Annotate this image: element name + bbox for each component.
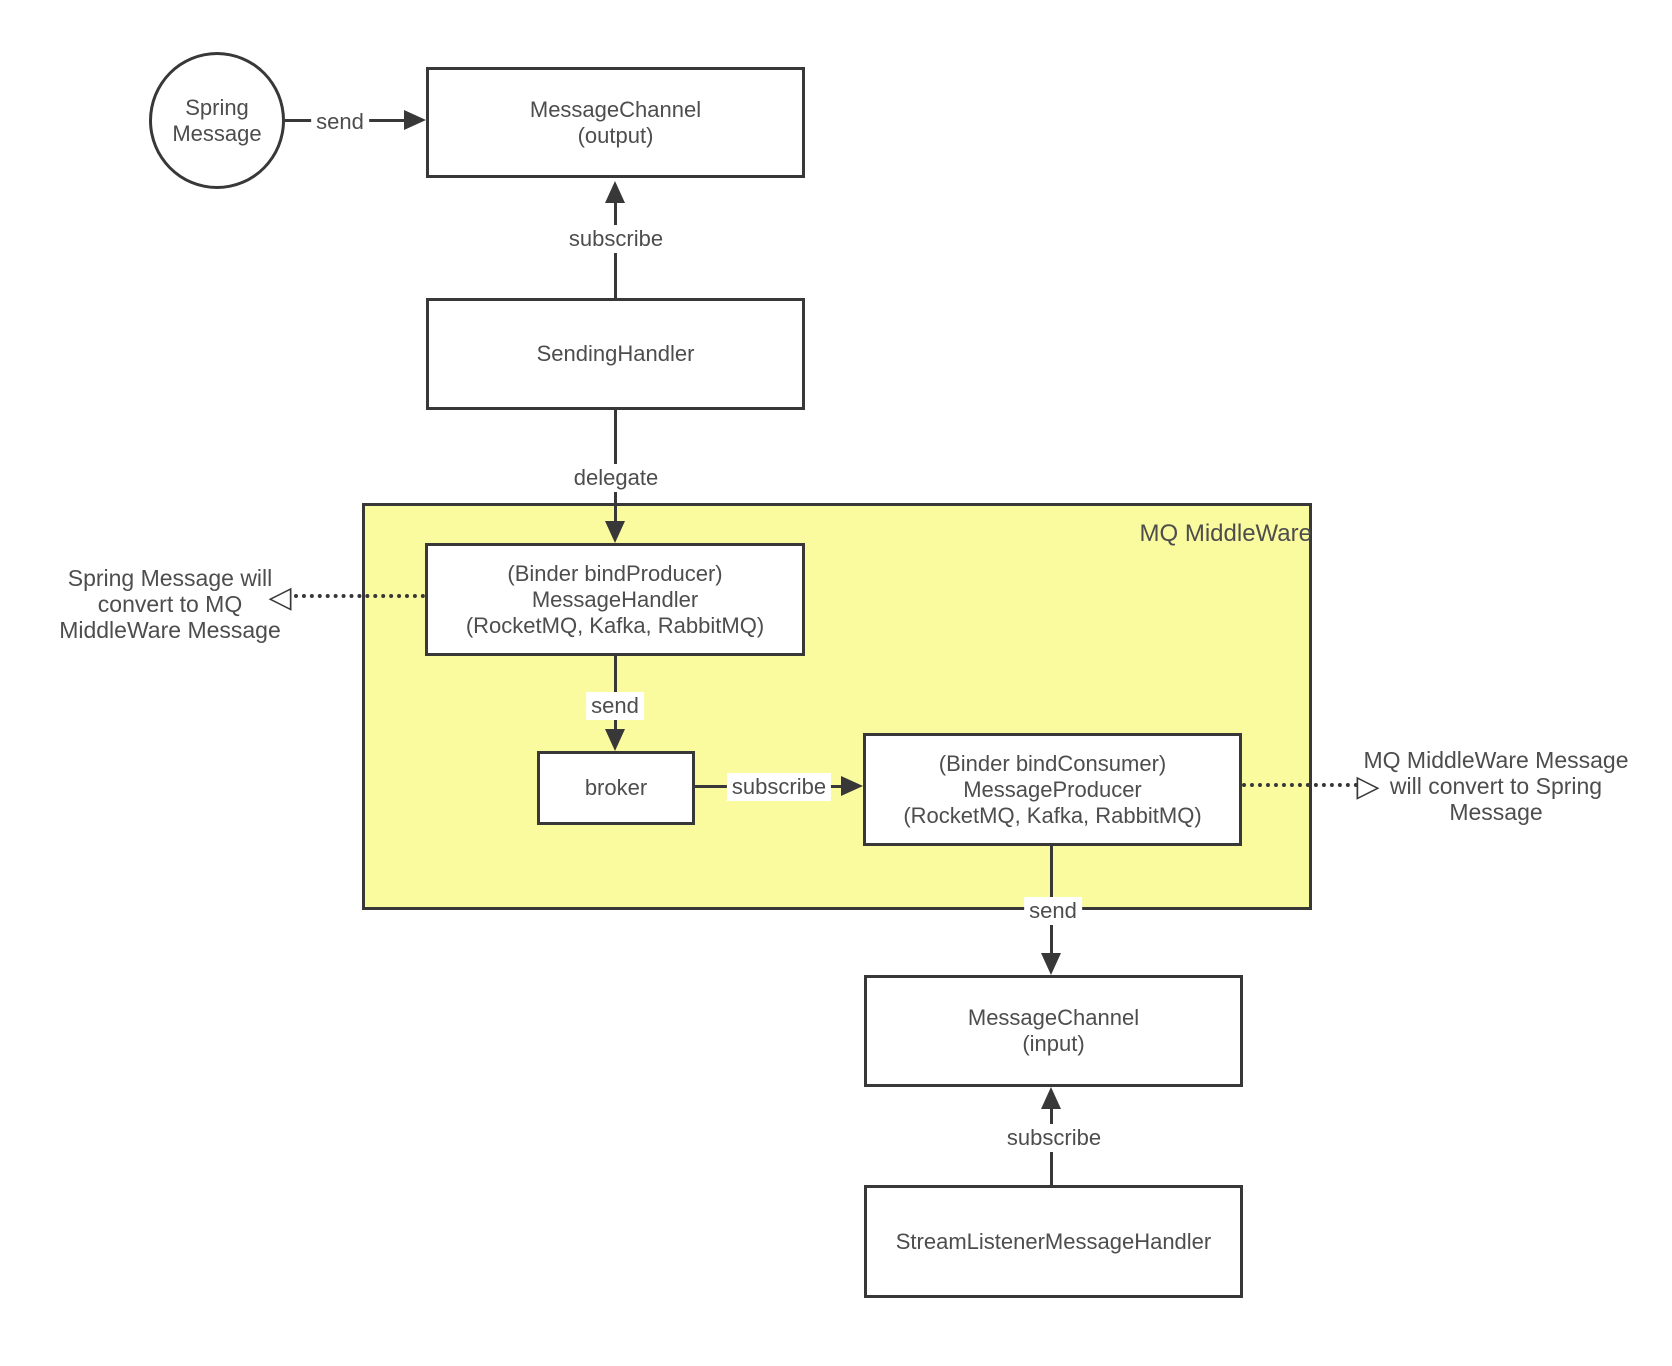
edge-convert-to-mq-dotted xyxy=(294,594,425,598)
node-message-channel-output-label: MessageChannel (output) xyxy=(529,96,702,148)
node-binder-bind-consumer-label: (Binder bindConsumer) MessageProducer (R… xyxy=(903,750,1202,828)
edge-label-subscribe-input: subscribe xyxy=(1001,1124,1107,1152)
arrowhead-send-to-input-icon xyxy=(1041,953,1061,975)
arrowhead-send-to-output-icon xyxy=(404,110,426,130)
arrowhead-subscribe-output-icon xyxy=(605,181,625,203)
edge-label-send-to-output: send xyxy=(311,108,369,136)
arrowhead-subscribe-input-icon xyxy=(1041,1087,1061,1109)
open-arrowhead-left-icon: ◁ xyxy=(268,580,292,615)
node-binder-bind-producer-label: (Binder bindProducer) MessageHandler (Ro… xyxy=(465,560,765,638)
edge-label-delegate: delegate xyxy=(568,464,664,492)
edge-label-send-to-broker: send xyxy=(586,692,644,720)
node-message-channel-input: MessageChannel (input) xyxy=(864,975,1243,1087)
annotation-convert-to-mq: Spring Message will convert to MQ Middle… xyxy=(59,565,281,643)
node-message-channel-output: MessageChannel (output) xyxy=(426,67,805,178)
node-sending-handler: SendingHandler xyxy=(426,298,805,410)
open-arrowhead-right-icon: ▷ xyxy=(1356,769,1380,804)
node-binder-bind-consumer: (Binder bindConsumer) MessageProducer (R… xyxy=(863,733,1242,846)
node-broker: broker xyxy=(537,751,695,825)
annotation-convert-to-spring: MQ MiddleWare Message will convert to Sp… xyxy=(1363,747,1629,825)
arrowhead-send-to-broker-icon xyxy=(605,729,625,751)
node-message-channel-input-label: MessageChannel (input) xyxy=(967,1005,1140,1056)
mq-middleware-container-title: MQ MiddleWare xyxy=(1139,520,1312,547)
edge-convert-to-spring-dotted xyxy=(1242,783,1358,787)
node-stream-listener-message-handler: StreamListenerMessageHandler xyxy=(864,1185,1243,1298)
edge-label-subscribe-output: subscribe xyxy=(563,225,669,253)
arrowhead-delegate-icon xyxy=(605,521,625,543)
node-sending-handler-label: SendingHandler xyxy=(536,341,695,366)
edge-label-send-to-input: send xyxy=(1024,897,1082,925)
node-binder-bind-producer: (Binder bindProducer) MessageHandler (Ro… xyxy=(425,543,805,656)
edge-label-subscribe-broker: subscribe xyxy=(726,773,832,801)
node-spring-message-label: Spring Message xyxy=(172,94,262,146)
node-broker-label: broker xyxy=(584,775,648,800)
arrowhead-subscribe-broker-icon xyxy=(841,776,863,796)
node-spring-message: Spring Message xyxy=(149,52,285,189)
node-stream-listener-message-handler-label: StreamListenerMessageHandler xyxy=(895,1228,1212,1254)
